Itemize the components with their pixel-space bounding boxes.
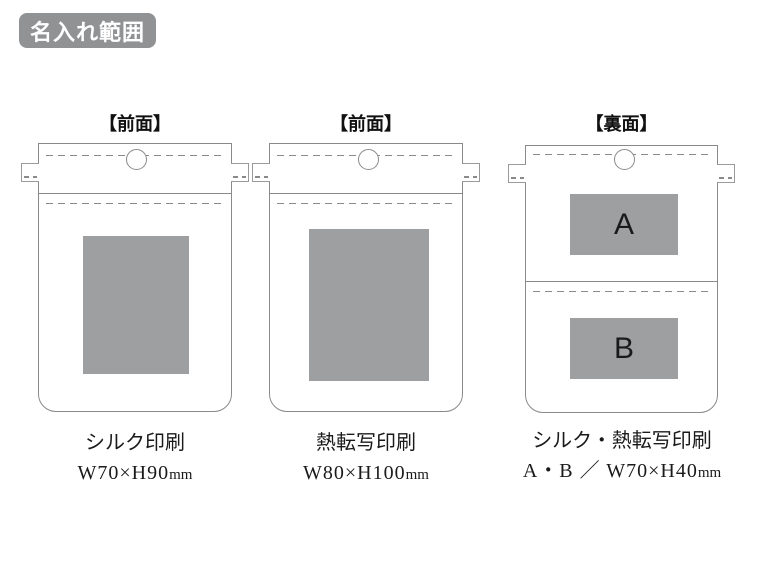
area-b-label: B	[613, 331, 634, 365]
bag-front-silk	[21, 143, 249, 412]
bag3-view-title: 【裏面】	[585, 114, 658, 134]
area-a-label: A	[613, 207, 634, 241]
grommet-icon	[126, 149, 147, 170]
bag-back: A B	[508, 145, 735, 413]
drawstring-loop-left-icon	[21, 163, 39, 182]
grommet-icon	[614, 149, 635, 170]
bag3-size-label: A・B ／ W70×H40mm	[522, 460, 722, 482]
loop-stitch	[464, 176, 477, 178]
bag-front-heat-transfer	[252, 143, 480, 412]
stitch-line-bottom	[277, 203, 455, 204]
bag3-caption: シルク・熱転写印刷 A・B ／ W70×H40mm	[495, 426, 749, 488]
print-area-front-silk	[83, 236, 189, 374]
drawstring-loop-right-icon	[231, 163, 249, 182]
loop-stitch	[511, 177, 524, 179]
grommet-icon	[358, 149, 379, 170]
print-area-back-b: B	[570, 318, 678, 379]
drawstring-loop-left-icon	[508, 164, 526, 183]
loop-stitch	[233, 176, 246, 178]
section-badge-label: 名入れ範囲	[29, 19, 145, 45]
stitch-line-middle	[533, 291, 710, 292]
bag2-size-label: W80×H100mm	[303, 462, 429, 484]
drawstring-loop-right-icon	[717, 164, 735, 183]
loop-stitch	[255, 176, 268, 178]
bag2-method-label: 熱転写印刷	[316, 432, 416, 454]
bag2-caption: 熱転写印刷 W80×H100mm	[239, 428, 493, 490]
print-area-front-heat	[309, 229, 429, 381]
bag1-method-label: シルク印刷	[85, 432, 185, 454]
print-area-back-a: A	[570, 194, 678, 255]
bag1-view-title: 【前面】	[99, 114, 171, 134]
drawstring-loop-left-icon	[252, 163, 270, 182]
section-badge: 名入れ範囲	[19, 13, 156, 48]
bag3-method-label: シルク・熱転写印刷	[532, 430, 712, 452]
bag1-size-label: W70×H90mm	[77, 462, 193, 484]
stitch-line-bottom	[46, 203, 224, 204]
loop-stitch	[719, 177, 732, 179]
bag1-caption: シルク印刷 W70×H90mm	[8, 428, 262, 490]
seam-line	[39, 193, 231, 194]
loop-stitch	[24, 176, 37, 178]
seam-line	[270, 193, 462, 194]
bag2-view-title: 【前面】	[330, 114, 402, 134]
drawstring-loop-right-icon	[462, 163, 480, 182]
fold-seam-line	[526, 281, 717, 282]
